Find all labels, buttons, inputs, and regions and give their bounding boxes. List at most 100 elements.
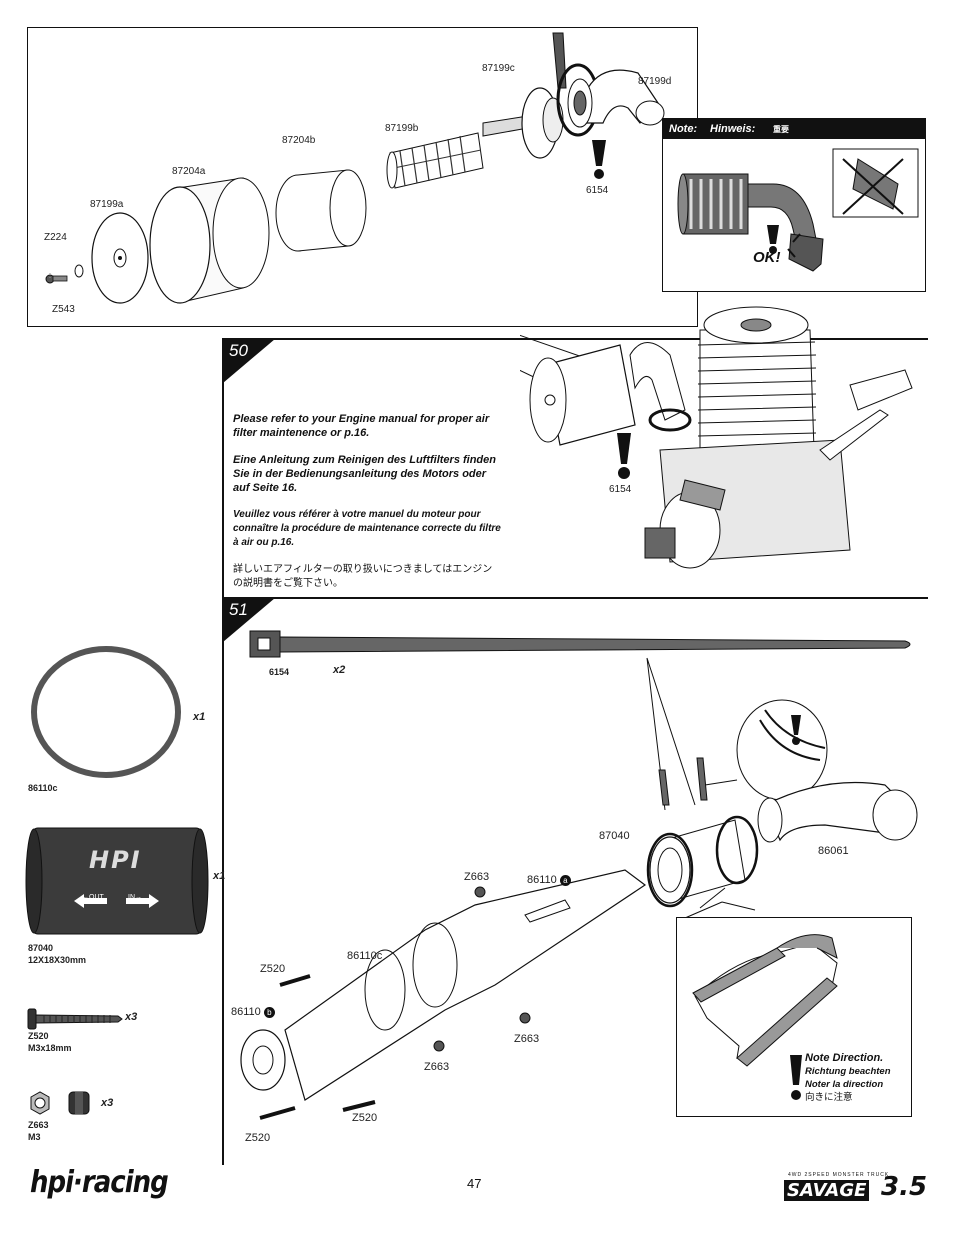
- step50-text-en: Please refer to your Engine manual for p…: [233, 413, 490, 439]
- inner-filter-87204b-shape: [275, 169, 367, 252]
- page-number: 47: [467, 1176, 482, 1191]
- screw-z543-shape: [45, 274, 68, 284]
- tie-quantity: x2: [333, 664, 346, 676]
- label-z520-top: Z520: [260, 963, 286, 975]
- hpi-racing-logo: hpi·racing: [30, 1165, 169, 1201]
- savage-logo: 4WD 2SPEED MONSTER TRUCK SAVAGE 3.5: [784, 1172, 928, 1208]
- step51-divider: [222, 597, 928, 599]
- code-z663: Z663: [28, 1120, 49, 1130]
- savage-logo-number: 3.5: [881, 1172, 928, 1202]
- note-box-header: Note: Hinweis: 重要: [663, 119, 925, 139]
- direction-note-fr: Noter la direction: [805, 1079, 884, 1090]
- engine-crankcase-shape: [644, 439, 851, 569]
- note-title: Note:: [669, 123, 698, 135]
- label-z663-bottom: Z663: [424, 1061, 450, 1073]
- wrong-example-shape: [842, 158, 904, 215]
- badge-a-icon: a: [559, 875, 571, 886]
- filter-assembly-shape: [677, 173, 824, 272]
- caution-icon-top: [592, 140, 606, 179]
- coupler-87040-shape: [646, 815, 759, 908]
- tuned-pipe-shape: [240, 869, 647, 1101]
- direction-note-text: Note Direction. Richtung beachten Noter …: [805, 1052, 891, 1104]
- label-z520-mid: Z520: [352, 1112, 378, 1124]
- qty-86110c: x1: [193, 711, 206, 723]
- cable-tie-diagram: [249, 630, 911, 658]
- label-86110c-step51: 86110c: [347, 950, 383, 962]
- caution-icon-direction: [789, 1055, 803, 1103]
- hinweis-title: Hinweis:: [710, 123, 756, 135]
- engine-diagram: [520, 306, 913, 569]
- label-87204a: 87204a: [172, 166, 206, 177]
- coupler-arrow-left: ←OUT: [82, 894, 104, 901]
- coupler-logo-text: HPI: [89, 846, 142, 874]
- header-pipe-86061-shape: [757, 781, 918, 843]
- savage-logo-subtitle: 4WD 2SPEED MONSTER TRUCK: [788, 1172, 890, 1178]
- step51-vertical-rule: [222, 597, 224, 1165]
- mesh-cage-87199b-shape: [386, 132, 484, 189]
- label-z543: Z543: [52, 304, 75, 315]
- o-ring-86110c-shape: [31, 646, 181, 778]
- coupler-87040-sidebar-shape: [25, 827, 209, 935]
- step50-text-de: Eine Anleitung zum Reinigen des Luftfilt…: [233, 454, 496, 494]
- step50-badge: [223, 339, 275, 383]
- exploded-view-frame: 87199c 87199d 87199b 87204b 87204a 87199…: [27, 27, 698, 327]
- screw-z520-shape: [27, 1008, 123, 1030]
- direction-note-en: Note Direction.: [805, 1052, 884, 1064]
- desc-z663: M3: [28, 1132, 41, 1142]
- jp-title: 重要: [773, 125, 789, 134]
- label-87199c: 87199c: [482, 63, 515, 74]
- label-z224: Z224: [44, 232, 67, 243]
- label-87204b: 87204b: [282, 135, 316, 146]
- installed-filter-shape: [529, 344, 636, 446]
- adapter-87199c-shape: [482, 87, 564, 159]
- step50-divider: [222, 338, 928, 340]
- label-87199b: 87199b: [385, 123, 419, 134]
- outer-filter-87204a-shape: [149, 177, 270, 304]
- savage-logo-main: SAVAGE: [784, 1180, 870, 1201]
- washer-z224-shape: [74, 264, 84, 278]
- label-87040-step51: 87040: [599, 830, 630, 842]
- code-z520: Z520: [28, 1031, 49, 1041]
- step50-instructions: Please refer to your Engine manual for p…: [233, 412, 501, 604]
- step50-text-fr: Veuillez vous référer à votre manuel du …: [233, 509, 501, 548]
- coupler-section-diagram: [692, 934, 838, 1067]
- code-86110c: 86110c: [28, 783, 58, 793]
- label-6154-tie: 6154: [269, 667, 290, 677]
- air-filter-exploded-diagram: [45, 32, 665, 304]
- direction-note-de: Richtung beachten: [805, 1066, 891, 1077]
- step50-number: 50: [229, 341, 248, 360]
- qty-z663: x3: [101, 1097, 114, 1109]
- label-86110a: 86110 a: [527, 874, 571, 886]
- caution-icon-step50: [617, 433, 631, 479]
- badge-b-icon: b: [263, 1007, 275, 1018]
- end-cap-87199a-shape: [91, 212, 149, 304]
- label-z663-top: Z663: [464, 871, 490, 883]
- note-box-diagram: [677, 148, 919, 272]
- label-86110a-code: 86110: [527, 874, 557, 886]
- label-87199d: 87199d: [638, 76, 672, 87]
- screws-shape: [259, 886, 531, 1120]
- desc-87040: 12X18X30mm: [28, 955, 87, 965]
- label-6154-top: 6154: [586, 185, 609, 196]
- ok-label: OK!: [753, 249, 781, 266]
- qty-z520: x3: [125, 1011, 138, 1023]
- caution-icon-note: [767, 225, 779, 254]
- direction-note-jp: 向きに注意: [805, 1092, 853, 1103]
- label-86110b: 86110 b: [231, 1006, 275, 1018]
- coupler-arrow-right: IN→: [128, 894, 142, 901]
- direction-detail-box: Note Direction. Richtung beachten Noter …: [676, 917, 912, 1117]
- step50-vertical-rule: [222, 338, 224, 598]
- step51-badge: [223, 598, 275, 642]
- code-87040: 87040: [28, 943, 54, 953]
- label-86110b-code: 86110: [231, 1006, 261, 1018]
- pliers-callout-shape: [704, 699, 828, 801]
- label-6154-step50: 6154: [609, 484, 632, 495]
- note-box: Note: Hinweis: 重要 OK!: [662, 118, 926, 292]
- qty-87040: x1: [213, 870, 226, 882]
- label-87199a: 87199a: [90, 199, 124, 210]
- exhaust-assembly-diagram: [240, 657, 918, 1120]
- desc-z520: M3x18mm: [28, 1043, 72, 1053]
- step51-number: 51: [229, 600, 248, 619]
- nut-z663-shape: [30, 1091, 90, 1115]
- label-z663-right: Z663: [514, 1033, 540, 1045]
